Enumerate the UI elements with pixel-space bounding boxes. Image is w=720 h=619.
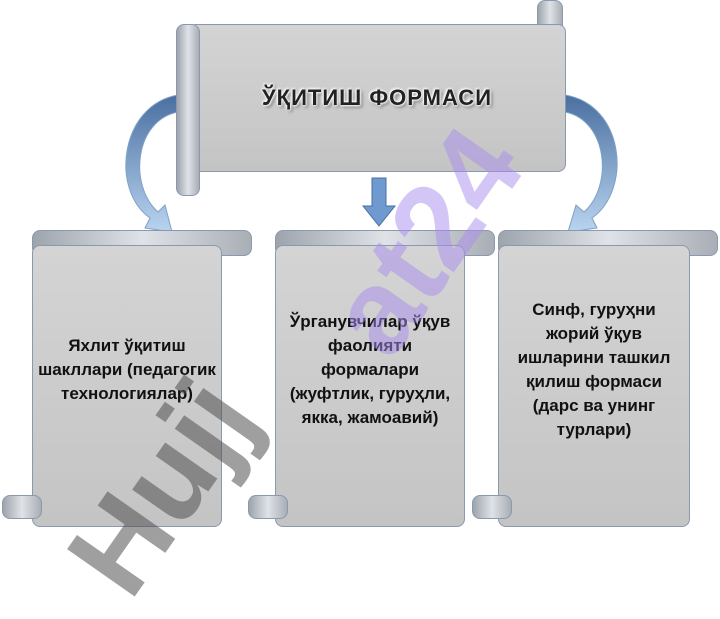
box-3-text: Синф, гуруҳни жорий ўқув ишларини ташкил… — [517, 300, 671, 439]
title: ЎҚИТИШ ФОРМАСИ — [261, 85, 493, 110]
curved-arrow-right — [564, 94, 618, 233]
box-2-text: Ўрганувчилар ўқув фаолияти формалари (жу… — [289, 312, 451, 427]
box-1-text: Яхлит ўқитиш шакллари (педагогик техноло… — [38, 336, 216, 403]
curved-arrow-left — [125, 94, 179, 233]
arrows — [125, 94, 618, 233]
down-arrow — [361, 177, 397, 227]
